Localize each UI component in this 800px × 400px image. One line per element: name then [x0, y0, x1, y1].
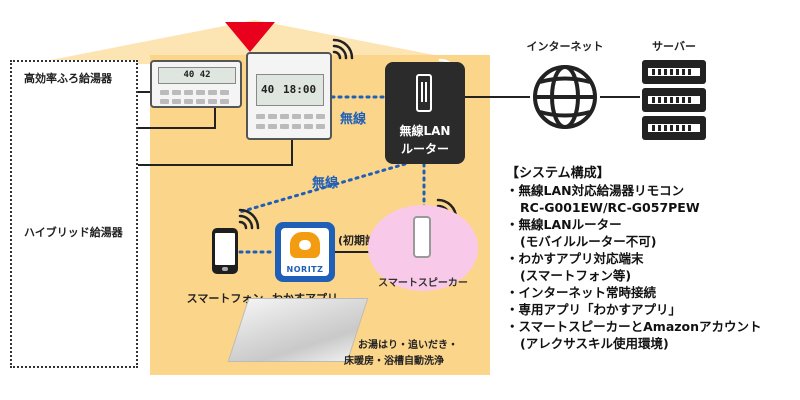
wifi-icon [332, 38, 354, 60]
remote-temp: 40 [261, 83, 275, 96]
system-item: (アレクサスキル使用環境) [520, 336, 669, 351]
system-item: ・わかすアプリ対応端末 [506, 251, 644, 266]
heater-frame [10, 60, 138, 368]
router-device [416, 74, 432, 112]
router-icon: 無線LAN ルーター [385, 62, 465, 164]
remote-controller-kitchen: 40 18:00 [246, 52, 332, 140]
wifi-icon [238, 208, 260, 230]
down-arrow-icon [225, 22, 275, 52]
wire-heater-remote-left [138, 108, 216, 129]
bath-features-line1: お湯はり・追いだき・ [358, 340, 458, 351]
system-item: RC-G001EW/RC-G057PEW [520, 200, 700, 215]
router-label-line1: 無線LAN [399, 124, 451, 138]
label-smartphone: スマートフォン [186, 292, 264, 305]
server-icon [642, 60, 706, 140]
globe-icon [533, 65, 597, 129]
remote-time: 18:00 [283, 83, 317, 96]
label-high-efficiency-heater: 高効率ふろ給湯器 [24, 72, 112, 85]
system-item: (モバイルルーター不可) [520, 234, 657, 249]
system-item: ・スマートスピーカーとAmazonアカウント [506, 319, 762, 334]
app-brand: NORITZ [286, 265, 324, 274]
wireless-link-router-phone [238, 162, 407, 214]
system-item: ・インターネット常時接続 [506, 285, 657, 300]
speaker-icon [413, 216, 431, 258]
remote-screen-right: 40 18:00 [256, 74, 324, 106]
system-item: ・専用アプリ「わかすアプリ」 [506, 302, 682, 317]
system-title: 【システム構成】 [506, 166, 610, 181]
system-item: ・無線LANルーター [506, 217, 622, 232]
label-wireless-top: 無線 [340, 112, 367, 127]
phone-icon [212, 228, 238, 274]
label-wireless-bottom: 無線 [312, 176, 339, 191]
label-server: サーバー [652, 40, 696, 53]
label-internet: インターネット [526, 40, 604, 53]
label-smart-speaker: スマートスピーカー [378, 278, 468, 289]
router-label-line2: ルーター [400, 142, 449, 156]
bath-features-line2: 床暖房・浴槽自動洗浄 [344, 356, 444, 367]
system-item: (スマートフォン等) [520, 268, 632, 283]
system-item: ・無線LAN対応給湯器リモコン [506, 183, 685, 198]
app-icon: NORITZ [275, 222, 335, 282]
remote-controller-bath: 40 42 [150, 60, 242, 108]
system-configuration: 【システム構成】 ・無線LAN対応給湯器リモコン RC-G001EW/RC-G0… [506, 162, 796, 352]
label-hybrid-heater: ハイブリッド給湯器 [24, 226, 123, 239]
remote-screen-left: 40 42 [158, 67, 236, 84]
wire-heater-remote-right [138, 140, 293, 166]
